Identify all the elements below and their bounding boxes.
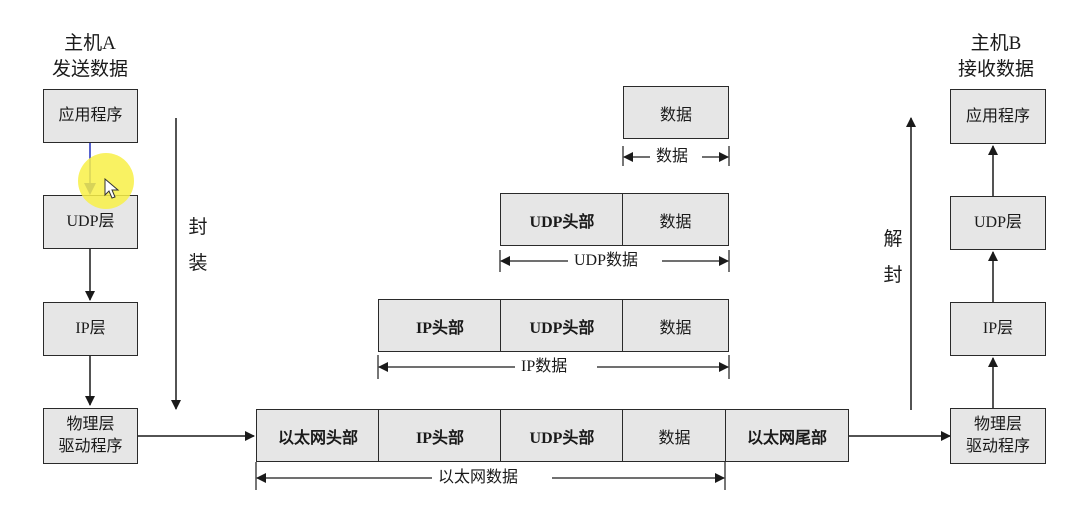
host-a-layer-app: 应用程序: [43, 89, 138, 143]
encapsulate-label: 封 装: [186, 210, 210, 282]
packet-row3-udp-header: UDP头部: [500, 299, 624, 352]
packet-row1-span-label: 数据: [650, 148, 695, 166]
packet-row2-span-label: UDP数据: [568, 252, 645, 270]
host-b-title-line1: 主机B: [970, 33, 1022, 54]
host-b-title-line2: 接收数据: [957, 59, 1034, 80]
host-b-layer-app: 应用程序: [950, 89, 1046, 144]
host-a-layer-ip: IP层: [43, 302, 138, 356]
packet-row1-data: 数据: [623, 86, 729, 139]
host-a-title-line1: 主机A: [64, 33, 116, 54]
packet-row3-span-label: IP数据: [515, 358, 574, 376]
host-b-layer-ip: IP层: [950, 302, 1046, 356]
encapsulate-char-2: 装: [188, 253, 208, 274]
host-b-layer-physical: 物理层 驱动程序: [950, 408, 1046, 464]
packet-row4-ethernet-trailer: 以太网尾部: [725, 409, 849, 462]
packet-row2-udp-header: UDP头部: [500, 193, 624, 246]
host-a-title: 主机A 发送数据: [40, 31, 140, 83]
host-a-title-line2: 发送数据: [51, 59, 128, 80]
encapsulate-char-1: 封: [188, 217, 208, 238]
packet-row4-span-label: 以太网数据: [432, 469, 525, 487]
packet-row3-ip-header: IP头部: [378, 299, 502, 352]
packet-row4-udp-header: UDP头部: [500, 409, 624, 462]
packet-row4-ip-header: IP头部: [378, 409, 502, 462]
decapsulate-label: 解 封: [881, 222, 905, 294]
packet-row3-data: 数据: [622, 299, 729, 352]
packet-row4-data: 数据: [622, 409, 727, 462]
decapsulate-char-2: 封: [883, 265, 903, 286]
host-b-layer-udp: UDP层: [950, 196, 1046, 250]
mouse-pointer-icon: [104, 178, 120, 199]
host-b-title: 主机B 接收数据: [946, 31, 1046, 83]
packet-row2-data: 数据: [622, 193, 729, 246]
packet-row4-ethernet-header: 以太网头部: [256, 409, 380, 462]
host-a-layer-physical: 物理层 驱动程序: [43, 408, 138, 464]
decapsulate-char-1: 解: [883, 229, 903, 250]
